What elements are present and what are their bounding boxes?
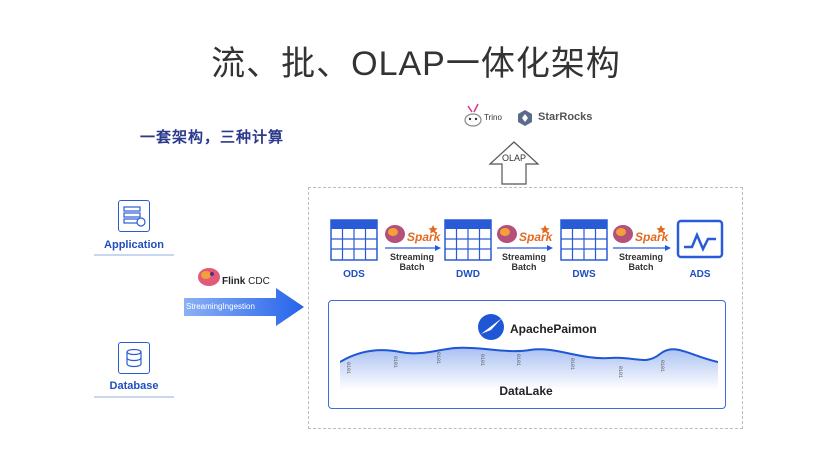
data-lake-label: DataLake — [499, 384, 553, 398]
application-icon — [118, 200, 150, 232]
spark-text: Spark — [407, 230, 441, 244]
streaming-label: Streaming — [618, 252, 663, 262]
starrocks-logo: StarRocks — [516, 108, 606, 128]
flink-cdc-label: Flink CDC — [222, 276, 270, 287]
flink-suffix: CDC — [248, 276, 270, 287]
starrocks-label: StarRocks — [538, 111, 593, 123]
trino-icon — [464, 103, 482, 127]
spark-icon: Spark — [385, 225, 442, 244]
database-icon — [118, 342, 150, 374]
spark-icon: Spark — [613, 225, 670, 244]
dws-table-icon — [560, 219, 608, 266]
flink-name: Flink — [222, 276, 246, 287]
svg-text:0101: 0101 — [515, 354, 521, 366]
svg-text:0101: 0101 — [392, 356, 398, 368]
trino-label: Trino — [484, 113, 502, 122]
ods-table-icon — [330, 219, 378, 266]
streaming-label: Streaming — [501, 252, 546, 262]
spark-text: Spark — [519, 230, 553, 244]
svg-text:0101: 0101 — [345, 362, 351, 374]
streaming-label: Streaming — [389, 252, 434, 262]
batch-label: Batch — [511, 262, 537, 272]
dws-label: DWS — [572, 269, 596, 280]
paimon-brand: ApachePaimon — [510, 322, 597, 336]
svg-text:0101: 0101 — [479, 354, 485, 366]
application-label: Application — [104, 239, 164, 251]
batch-label: Batch — [628, 262, 654, 272]
streaming-ingestion-arrow — [184, 288, 304, 326]
spark-text: Spark — [635, 230, 669, 244]
olap-label: OLAP — [501, 153, 526, 163]
application-underline — [94, 254, 174, 256]
binary-digits: 0101 0101 0101 0101 0101 0101 0101 0101 — [345, 352, 665, 378]
svg-text:0101: 0101 — [659, 360, 665, 372]
olap-up-arrow — [488, 141, 540, 185]
svg-text:0101: 0101 — [569, 358, 575, 370]
streaming-ingestion-label: StreamingIngestion — [186, 302, 255, 311]
svg-text:0101: 0101 — [617, 366, 623, 378]
svg-text:0101: 0101 — [435, 352, 441, 364]
database-underline — [94, 396, 174, 398]
paimon-logo-icon — [478, 314, 504, 340]
ads-monitor-icon — [676, 219, 724, 266]
ods-label: ODS — [343, 269, 365, 280]
spark-icon: Spark — [497, 225, 554, 244]
ads-label: ADS — [689, 269, 711, 280]
starrocks-icon — [518, 110, 532, 126]
page-title: 流、批、OLAP一体化架构 — [211, 45, 621, 83]
batch-label: Batch — [399, 262, 425, 272]
flink-squirrel-icon — [198, 268, 220, 286]
database-label: Database — [109, 380, 159, 392]
dwd-label: DWD — [456, 269, 480, 280]
trino-logo: Trino — [462, 102, 510, 132]
dwd-table-icon — [444, 219, 492, 266]
data-lake-wave: 0101 0101 0101 0101 0101 0101 0101 0101 — [340, 346, 718, 390]
subtitle: 一套架构，三种计算 — [140, 129, 285, 146]
